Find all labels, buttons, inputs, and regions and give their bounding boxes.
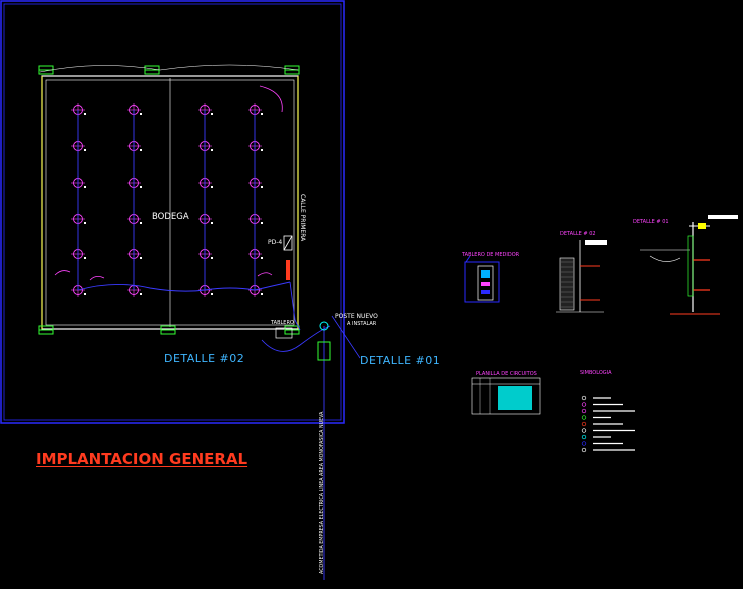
light-fixture-icon <box>71 176 86 190</box>
light-fixture-icon <box>127 247 142 261</box>
light-fixture-icon <box>248 212 263 226</box>
light-fixture-icon <box>198 176 213 190</box>
detail-02-drawing <box>556 240 607 313</box>
curve-arcs <box>54 85 283 281</box>
circuits-table <box>471 377 541 415</box>
column-marker-icon <box>144 65 160 75</box>
meter-area <box>275 315 361 361</box>
light-fixture-icon <box>248 247 263 261</box>
detail-meter-board <box>464 255 500 303</box>
detail-01-label: DETALLE #01 <box>360 354 441 367</box>
drawing-title: IMPLANTACION GENERAL <box>36 450 248 468</box>
legend-title: SIMBOLOGIA <box>580 370 612 376</box>
light-fixture-icon <box>198 139 213 153</box>
light-fixture-icon <box>198 247 213 261</box>
detail-02-label: DETALLE #02 <box>164 352 245 365</box>
light-fixture-icon <box>127 139 142 153</box>
light-fixture-icon <box>198 212 213 226</box>
room-label: BODEGA <box>152 212 189 222</box>
light-fixture-icon <box>71 212 86 226</box>
column-marker-icon <box>38 325 54 335</box>
street-label: CALLE PRIMERA <box>299 194 306 242</box>
light-fixture-icon <box>248 103 263 117</box>
panel-label: PD-4 <box>268 239 283 246</box>
light-fixture-icon <box>248 139 263 153</box>
acometida-label: ACOMETIDA EMPRESA ELECTRICA LINEA AREA M… <box>320 411 325 574</box>
light-fixture-icon <box>248 176 263 190</box>
new-pole-label: POSTE NUEVO <box>335 313 378 320</box>
circuits-title: PLANILLA DE CIRCUITOS <box>476 371 537 377</box>
outer-frame <box>0 0 345 424</box>
inner-frame <box>3 3 342 421</box>
light-fixture-icon <box>127 212 142 226</box>
new-pole-sublabel: A INSTALAR <box>347 321 377 327</box>
light-fixture-icon <box>71 139 86 153</box>
wiring <box>77 110 331 580</box>
detail-title-02: DETALLE # 02 <box>560 231 596 237</box>
light-fixture-icon <box>71 247 86 261</box>
column-marker-icon <box>160 325 176 335</box>
detail-01-drawing <box>640 215 738 315</box>
detail-title-01: DETALLE # 01 <box>633 219 669 225</box>
panel-box <box>283 235 293 280</box>
light-fixture-icon <box>198 103 213 117</box>
top-cable <box>39 64 299 73</box>
wall-edges <box>41 76 299 329</box>
detail-title-meter: TABLERO DE MEDIDOR <box>462 252 520 258</box>
light-fixture-icon <box>71 103 86 117</box>
light-fixture-icon <box>127 176 142 190</box>
light-fixture-icon <box>127 103 142 117</box>
legend-symbols <box>581 395 635 453</box>
meter-label: TABLERO <box>271 320 294 326</box>
